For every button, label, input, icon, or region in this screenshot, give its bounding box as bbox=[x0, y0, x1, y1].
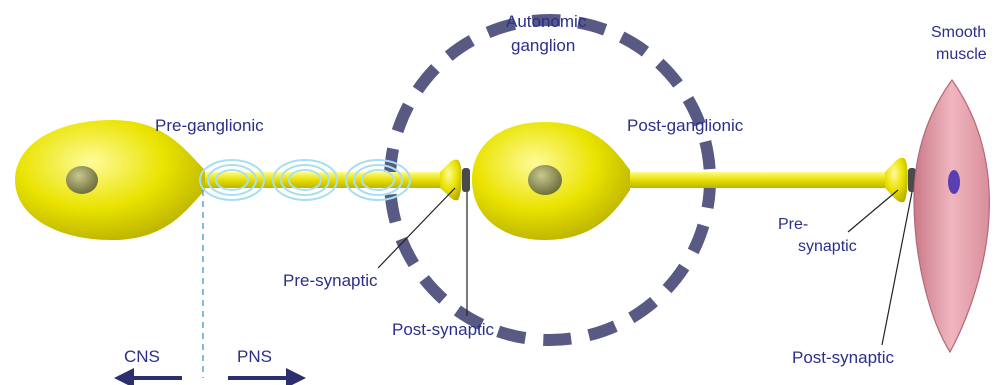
post-ganglionic-terminal bbox=[885, 158, 908, 203]
smooth-muscle-nucleus bbox=[948, 170, 960, 194]
autonomic-ganglion-label-line1: Autonomic bbox=[506, 12, 587, 31]
pre-synaptic-2-leader bbox=[848, 190, 898, 232]
post-ganglionic-axon bbox=[620, 172, 888, 188]
post-ganglionic-nucleus bbox=[528, 165, 562, 195]
pre-synaptic-1-label: Pre-synaptic bbox=[283, 271, 378, 290]
pns-label: PNS bbox=[237, 347, 272, 366]
post-synaptic-2-leader bbox=[882, 192, 912, 345]
ganglionic-synapse-cleft bbox=[462, 168, 470, 192]
post-ganglionic-label: Post-ganglionic bbox=[627, 116, 744, 135]
pre-synaptic-2-label-line2: synaptic bbox=[798, 238, 857, 255]
pre-ganglionic-nucleus bbox=[66, 166, 98, 194]
pre-ganglionic-label: Pre-ganglionic bbox=[155, 116, 264, 135]
smooth-muscle-label-line2: muscle bbox=[936, 46, 987, 63]
post-synaptic-2-label: Post-synaptic bbox=[792, 348, 895, 367]
pre-ganglionic-terminal bbox=[440, 160, 462, 201]
post-synaptic-1-label: Post-synaptic bbox=[392, 320, 495, 339]
smooth-muscle-label-line1: Smooth bbox=[931, 24, 986, 41]
pre-synaptic-2-label-line1: Pre- bbox=[778, 216, 808, 233]
pre-ganglionic-soma bbox=[15, 120, 205, 240]
post-ganglionic-neuron bbox=[472, 122, 908, 240]
smooth-muscle-body bbox=[914, 80, 989, 352]
autonomic-ganglion-label-line2: ganglion bbox=[511, 36, 575, 55]
cns-label: CNS bbox=[124, 347, 160, 366]
smooth-muscle-cell bbox=[914, 80, 989, 352]
